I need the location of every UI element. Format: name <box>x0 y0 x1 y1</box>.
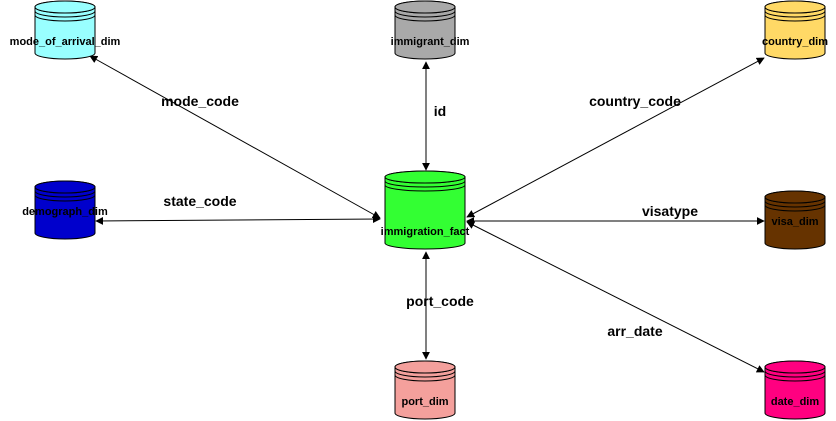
node-label-visa-dim: visa_dim <box>771 216 818 228</box>
node-label-immigration-fact: immigration_fact <box>381 226 470 238</box>
node-immigrant-dim[interactable]: immigrant_dim <box>391 0 470 60</box>
node-label-mode-of-arrival-dim: mode_of_arrival_dim <box>10 36 121 48</box>
node-label-immigrant-dim: immigrant_dim <box>391 36 470 48</box>
edge-arr-date[interactable] <box>466 221 765 373</box>
edge-label-mode-code: mode_code <box>161 93 239 109</box>
node-label-date-dim: date_dim <box>771 396 820 408</box>
edge-label-state-code: state_code <box>163 193 236 209</box>
node-label-demograph-dim: demograph_dim <box>22 206 108 218</box>
edge-label-country-code: country_code <box>589 93 681 109</box>
edge-labels: mode_code id country_code state_code vis… <box>161 93 698 339</box>
database-cylinder-icon <box>394 0 456 60</box>
node-date-dim[interactable]: date_dim <box>764 360 826 420</box>
node-visa-dim[interactable]: visa_dim <box>764 190 826 250</box>
edge-label-id: id <box>434 103 446 119</box>
database-cylinder-icon <box>394 360 456 420</box>
edge-label-arr-date: arr_date <box>607 323 662 339</box>
edge-label-port-code: port_code <box>406 293 474 309</box>
node-country-dim[interactable]: country_dim <box>762 0 828 60</box>
edge-label-visatype: visatype <box>642 203 698 219</box>
database-cylinder-icon <box>384 170 466 250</box>
edge-state-code[interactable] <box>95 215 381 225</box>
database-cylinder-icon <box>34 0 96 60</box>
node-demograph-dim[interactable]: demograph_dim <box>22 180 108 240</box>
node-port-dim[interactable]: port_dim <box>394 360 456 420</box>
node-mode-of-arrival-dim[interactable]: mode_of_arrival_dim <box>10 0 121 60</box>
node-label-country-dim: country_dim <box>762 36 828 48</box>
database-cylinder-icon <box>764 190 826 250</box>
database-cylinder-icon <box>34 180 96 240</box>
edge-country-code[interactable] <box>466 57 765 218</box>
node-label-port-dim: port_dim <box>401 396 448 408</box>
edges <box>89 55 765 373</box>
database-cylinder-icon <box>764 360 826 420</box>
node-immigration-fact[interactable]: immigration_fact <box>381 170 470 250</box>
database-cylinder-icon <box>764 0 826 60</box>
edge-mode-code[interactable] <box>89 55 381 219</box>
